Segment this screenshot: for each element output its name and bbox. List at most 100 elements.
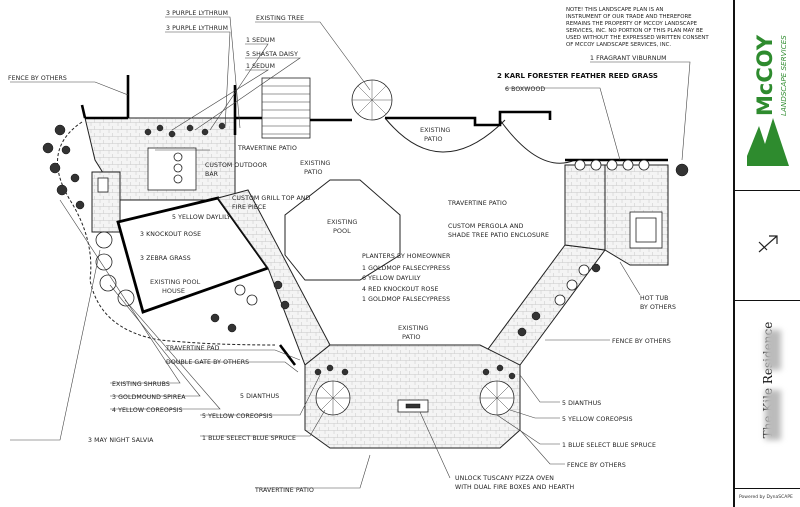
label-custom-outdoor-bar: CUSTOM OUTDOOR: [205, 162, 268, 169]
leader: [505, 87, 621, 161]
leader: [496, 414, 560, 445]
fence-left: [80, 75, 130, 120]
note-line-2: INSTRUMENT OF OUR TRADE AND THEREFORE: [566, 14, 692, 20]
shrubs-walk-left: [210, 280, 290, 333]
note-line-4: SERVICES, INC. NO PORTION OF THIS PLAN M…: [566, 28, 704, 34]
shrubs-walk-right: [517, 263, 601, 337]
note-line-1: NOTE! THIS LANDSCAPE PLAN IS AN: [566, 7, 663, 13]
label-dianthus-left: 5 DIANTHUS: [240, 393, 279, 400]
label-fence-others-right: FENCE BY OTHERS: [612, 338, 671, 345]
area-pool-house-2: HOUSE: [162, 287, 185, 295]
leader: [171, 69, 270, 131]
label-custom-grill: CUSTOM GRILL TOP AND: [232, 195, 311, 202]
label-yellow-coreopsis-4: 4 YELLOW COREOPSIS: [112, 407, 183, 414]
label-yellow-coreopsis-5-left: 5 YELLOW COREOPSIS: [202, 413, 273, 420]
label-red-knockout-rose: 4 RED KNOCKOUT ROSE: [362, 286, 439, 293]
leader: [255, 454, 371, 489]
leader: [165, 349, 301, 361]
area-existing-patio-top: EXISTING: [420, 126, 450, 134]
area-existing-patio-left-2: PATIO: [304, 168, 322, 176]
flowers-bottom: [314, 364, 516, 380]
existing-shrubs-left: [42, 124, 85, 210]
boxwood-row: [574, 159, 650, 171]
divider: [735, 190, 800, 191]
bar-stool: [173, 163, 183, 173]
leader: [200, 409, 326, 437]
logo-mark: [747, 118, 789, 166]
mccoy-logo: McCOY LANDSCAPE SERVICES: [747, 34, 789, 166]
area-existing-pool-2: POOL: [333, 227, 351, 235]
label-knockout-rose-left: 3 KNOCKOUT ROSE: [140, 231, 201, 238]
house-wall-top: [310, 110, 552, 127]
label-pergola: CUSTOM PERGOLA AND: [448, 223, 524, 230]
leader: [255, 21, 371, 91]
label-hot-tub-2: BY OTHERS: [640, 304, 676, 311]
leader: [59, 199, 181, 384]
leader: [194, 57, 301, 131]
label-boxwood: 6 BOXWOOD: [505, 86, 545, 93]
logo-name: McCOY: [753, 34, 777, 116]
label-travertine-pad: TRAVERTINE PAD: [165, 345, 220, 352]
label-purple-lythrum-2: 3 PURPLE LYTHRUM: [166, 25, 228, 32]
label-existing-shrubs: EXISTING SHRUBS: [112, 381, 170, 388]
existing-pool-outline: [284, 179, 401, 281]
leader: [519, 429, 565, 465]
stair-treads: [262, 85, 310, 135]
label-dianthus-right: 5 DIANTHUS: [562, 400, 601, 407]
leader: [165, 16, 241, 129]
label-purple-lythrum-1: 3 PURPLE LYTHRUM: [166, 10, 228, 17]
label-may-night-salvia: 3 MAY NIGHT SALVIA: [88, 437, 154, 444]
label-feather-reed-grass: 2 KARL FORESTER FEATHER REED GRASS: [497, 72, 658, 80]
leader: [165, 361, 299, 373]
site-plan-drawing: FENCE BY OTHERS 3 PURPLE LYTHRUM 3 PURPL…: [8, 7, 709, 494]
leader: [619, 261, 641, 296]
travertine-walk-right: [479, 244, 606, 366]
label-goldmop-1: 1 GOLDMOP FALSECYPRESS: [362, 265, 450, 272]
note-line-5: USED WITHOUT THE EXPRESSED WRITTEN CONSE…: [566, 35, 709, 41]
label-yellow-coreopsis-right: 5 YELLOW COREOPSIS: [562, 416, 633, 423]
deck-stairs: [261, 77, 311, 139]
label-planters: PLANTERS BY HOMEOWNER: [362, 253, 451, 260]
label-zebra-grass: 3 ZEBRA GRASS: [140, 255, 191, 262]
leader: [509, 409, 560, 419]
flowers-bed-top: [144, 122, 226, 138]
label-double-gate: DOUBLE GATE BY OTHERS: [166, 359, 249, 366]
hot-tub-basin: [635, 217, 657, 243]
divider: [735, 488, 800, 489]
leader: [165, 31, 231, 129]
redacted-address: [765, 330, 781, 370]
label-blue-spruce-left: 1 BLUE SELECT BLUE SPRUCE: [202, 435, 296, 442]
fragrant-viburnum-shrub: [675, 163, 689, 177]
area-pool-house: EXISTING POOL: [150, 278, 201, 286]
leader: [200, 374, 321, 416]
leader: [209, 43, 269, 131]
leader: [10, 81, 129, 96]
leader: [519, 374, 560, 403]
label-pergola-2: SHADE TREE PATIO ENCLOSURE: [448, 232, 549, 239]
powered-by: Powered by DynaSCAPE: [739, 495, 793, 500]
label-goldmop-2: 1 GOLDMOP FALSECYPRESS: [362, 296, 450, 303]
label-pizza-oven: UNLOCK TUSCANY PIZZA OVEN: [455, 475, 554, 482]
area-existing-patio-center: EXISTING: [398, 324, 428, 332]
area-existing-patio-center-2: PATIO: [402, 333, 420, 341]
label-existing-tree: EXISTING TREE: [256, 15, 304, 22]
divider: [735, 300, 800, 301]
note-line-6: OF MCCOY LANDSCAPE SERVICES, INC.: [566, 42, 671, 48]
pizza-oven-mouth: [405, 403, 421, 409]
bar-stool: [173, 152, 183, 162]
house-wall-left: [233, 85, 262, 135]
planting-bed-left: [57, 121, 276, 346]
label-sedum-2: 1 SEDUM: [246, 63, 275, 70]
label-fence-others-bottom: FENCE BY OTHERS: [567, 462, 626, 469]
outdoor-bar: [147, 147, 197, 191]
label-goldmound-spirea: 3 GOLDMOUND SPIREA: [112, 394, 186, 401]
title-block: McCOY LANDSCAPE SERVICES The Kile Reside…: [733, 0, 800, 507]
label-blue-spruce-right: 1 BLUE SELECT BLUE SPRUCE: [562, 442, 656, 449]
area-existing-pool: EXISTING: [327, 218, 357, 226]
existing-tree-branches: [352, 80, 392, 120]
logo-subtitle: LANDSCAPE SERVICES: [779, 35, 788, 116]
leader: [590, 61, 691, 161]
area-existing-patio-left: EXISTING: [300, 159, 330, 167]
leader: [419, 411, 451, 479]
